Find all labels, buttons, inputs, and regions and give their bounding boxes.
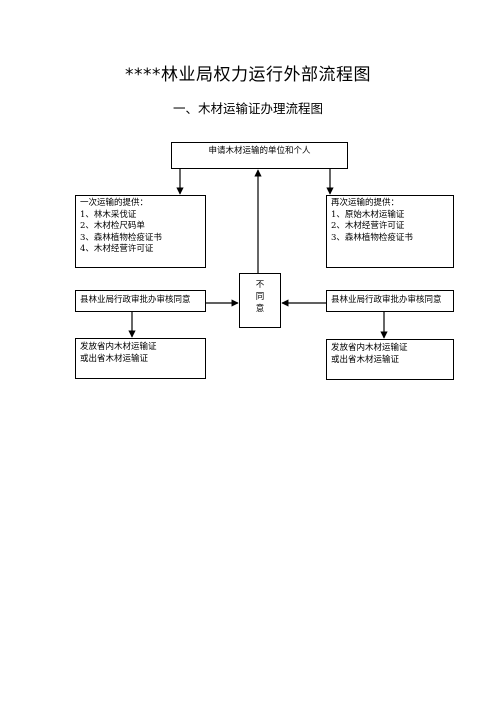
issue-line: 发放省内木材运输证	[331, 343, 408, 353]
requirement-item: 3、森林植物检疫证书	[80, 232, 162, 243]
start-node: 申请木材运输的单位和个人	[171, 142, 348, 169]
right-issue-node: 发放省内木材运输证 或出省木材运输证	[326, 339, 454, 380]
page-subtitle: 一、木材运输证办理流程图	[172, 101, 323, 116]
requirement-item: 2、木材检尺码单	[80, 221, 145, 231]
issue-line: 或出省木材运输证	[331, 354, 400, 365]
second-transport-requirements-node: 再次运输的提供： 1、原始木材运输证 2、木材经营许可证 3、森林植物检疫证书	[326, 195, 454, 268]
left-issue-node: 发放省内木材运输证 或出省木材运输证	[75, 338, 206, 379]
approval-label: 县林业局行政审批办审核同意	[331, 295, 442, 305]
approval-label: 县林业局行政审批办审核同意	[80, 295, 191, 305]
start-node-label: 申请木材运输的单位和个人	[208, 146, 311, 156]
reject-char: 不	[255, 280, 265, 290]
first-transport-requirements-node: 一次运输的提供： 1、林木采伐证 2、木材检尺码单 3、森林植物检疫证书 4、木…	[75, 195, 206, 268]
requirement-item: 2、木材经营许可证	[331, 221, 405, 231]
requirement-item: 4、木材经营许可证	[80, 244, 154, 254]
requirement-item: 1、林木采伐证	[80, 209, 137, 220]
right-approval-node: 县林业局行政审批办审核同意	[326, 290, 454, 312]
reject-char: 意	[255, 304, 265, 314]
requirement-item: 3、森林植物检疫证书	[331, 232, 413, 243]
reject-char: 同	[255, 292, 265, 302]
requirement-item: 1、原始木材运输证	[331, 209, 405, 220]
node-heading: 再次运输的提供：	[331, 198, 400, 208]
issue-line: 发放省内木材运输证	[80, 342, 157, 352]
reject-node: 不 同 意	[239, 273, 281, 328]
left-approval-node: 县林业局行政审批办审核同意	[75, 290, 206, 312]
issue-line: 或出省木材运输证	[80, 353, 149, 364]
page-title: ****林业局权力运行外部流程图	[125, 65, 371, 85]
node-heading: 一次运输的提供：	[80, 198, 149, 208]
